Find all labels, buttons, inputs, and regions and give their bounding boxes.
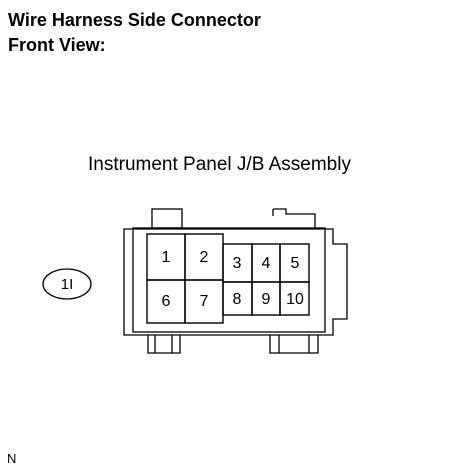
connector-housing — [123, 208, 348, 354]
title-line-1: Wire Harness Side Connector — [8, 10, 261, 30]
pin-label-1: 1 — [162, 249, 171, 266]
pin-label-3: 3 — [233, 255, 242, 272]
title-line-2: Front View: — [8, 35, 106, 55]
corner-mark: N — [7, 451, 17, 466]
pin-label-6: 6 — [162, 293, 171, 310]
pin-label-8: 8 — [233, 291, 242, 308]
pin-cavity-10 — [279, 281, 310, 316]
pin-label-2: 2 — [200, 249, 209, 266]
pin-label-9: 9 — [262, 291, 271, 308]
pin-label-7: 7 — [200, 293, 209, 310]
connector-code-oval — [42, 268, 92, 300]
pin-cavity-grid — [146, 233, 310, 324]
diagram-title: Wire Harness Side Connector Front View: — [8, 8, 261, 58]
connector-code-label: 1I — [61, 276, 74, 293]
assembly-label: Instrument Panel J/B Assembly — [88, 154, 351, 175]
pin-label-10: 10 — [286, 291, 304, 308]
pin-label-4: 4 — [262, 255, 271, 272]
pin-label-5: 5 — [291, 255, 300, 272]
